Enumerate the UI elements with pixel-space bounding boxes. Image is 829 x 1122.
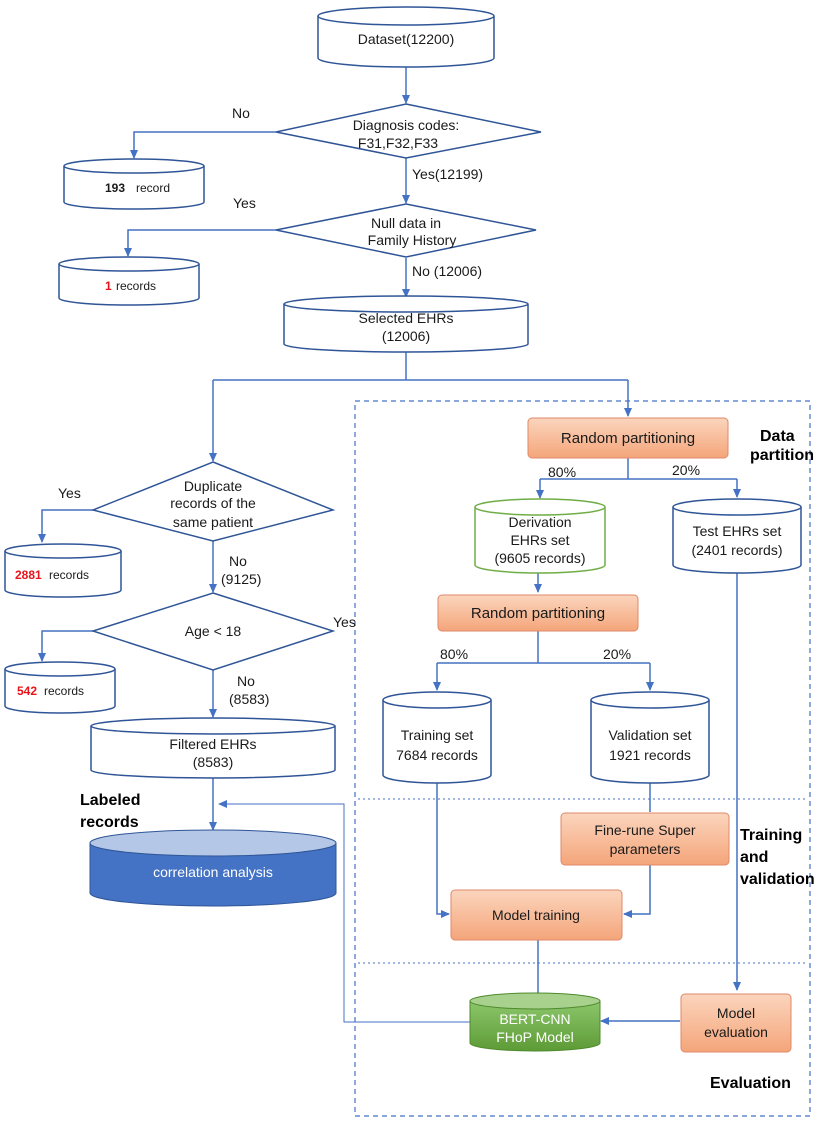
fine-tune-label-1: Fine-rune Super	[594, 822, 696, 838]
training-validation-label-2: and	[740, 849, 768, 866]
split-80-label-1: 80%	[548, 464, 576, 480]
records-2881-value: 2881	[15, 568, 42, 582]
split-20-label-2: 20%	[603, 646, 631, 662]
training-validation-label-1: Training	[740, 827, 802, 844]
records-2881-unit: records	[49, 568, 89, 582]
edge-label-yes-12199: Yes(12199)	[412, 166, 483, 182]
evaluation-section-label: Evaluation	[710, 1075, 791, 1092]
correlation-analysis-node: correlation analysis	[89, 829, 337, 907]
edge-label-yes-3: Yes	[333, 614, 356, 630]
duplicate-label-1: Duplicate	[184, 478, 243, 494]
edge-label-no-9125-1: No	[229, 553, 247, 569]
diagnosis-label-1: Diagnosis codes:	[353, 117, 460, 133]
bert-cnn-label-1: BERT-CNN	[499, 1011, 570, 1027]
diagnosis-node: Diagnosis codes: F31,F32,F33	[275, 103, 542, 159]
data-partition-label-2: partition	[750, 447, 814, 464]
filtered-label-2: (8583)	[193, 754, 233, 770]
selected-ehrs-node: Selected EHRs (12006)	[283, 295, 529, 353]
null-label-2: Family History	[368, 232, 457, 248]
labeled-records-label-2: records	[80, 814, 139, 831]
validation-label-2: 1921 records	[609, 747, 691, 763]
data-partition-label-1: Data	[760, 428, 795, 445]
random-partitioning-1-node: Random partitioning	[527, 417, 729, 459]
training-label-2: 7684 records	[396, 747, 478, 763]
edge-label-no-9125-2: (9125)	[221, 571, 261, 587]
records-542-value: 542	[17, 684, 37, 698]
validation-set-node: Validation set 1921 records	[590, 691, 710, 784]
test-ehrs-node: Test EHRs set (2401 records)	[672, 498, 802, 574]
random-partitioning-2-node: Random partitioning	[437, 594, 639, 632]
records-2881-node: 2881 records	[4, 543, 122, 598]
bert-cnn-node: BERT-CNN FHoP Model	[469, 992, 601, 1052]
duplicate-label-2: records of the	[170, 495, 256, 511]
duplicate-label-3: same patient	[173, 514, 253, 530]
dataset-node: Dataset(12200)	[317, 6, 495, 68]
split-20-label-1: 20%	[672, 462, 700, 478]
records-1-node: 1 records	[58, 256, 200, 306]
edge-label-no-8583-1: No	[237, 673, 255, 689]
derivation-label-1: Derivation	[508, 514, 571, 530]
records-193-value: 193	[105, 181, 125, 195]
selected-label-1: Selected EHRs	[359, 310, 454, 326]
records-193-node: 193 record	[63, 158, 205, 210]
split-80-label-2: 80%	[440, 646, 468, 662]
model-evaluation-node: Model evaluation	[680, 993, 792, 1053]
edge-label-yes-2: Yes	[58, 485, 81, 501]
test-label-1: Test EHRs set	[693, 523, 782, 539]
training-label-1: Training set	[401, 727, 474, 743]
random-partitioning-2-label: Random partitioning	[471, 605, 605, 622]
derivation-label-3: (9605 records)	[494, 550, 585, 566]
filtered-ehrs-node: Filtered EHRs (8583)	[90, 717, 336, 779]
right-dashed-region	[354, 400, 811, 1117]
model-evaluation-label-2: evaluation	[704, 1024, 768, 1040]
edge-label-yes-1: Yes	[233, 195, 256, 211]
test-label-2: (2401 records)	[691, 542, 782, 558]
fine-tune-node: Fine-rune Super parameters	[560, 812, 730, 866]
records-1-value: 1	[105, 279, 112, 293]
edge-label-no-12006: No (12006)	[412, 263, 482, 279]
training-set-node: Training set 7684 records	[382, 691, 492, 784]
age-label: Age < 18	[185, 623, 242, 639]
fine-tune-label-2: parameters	[610, 841, 681, 857]
diagnosis-label-2: F31,F32,F33	[358, 135, 438, 151]
selected-label-2: (12006)	[382, 328, 430, 344]
edges	[38, 65, 741, 1025]
bert-cnn-label-2: FHoP Model	[496, 1029, 574, 1045]
duplicate-node: Duplicate records of the same patient	[90, 461, 336, 542]
correlation-analysis-label: correlation analysis	[153, 864, 273, 880]
dataset-label: Dataset(12200)	[358, 31, 455, 47]
edge-label-no-1: No	[232, 105, 250, 121]
age-node: Age < 18	[90, 592, 336, 671]
records-542-node: 542 records	[4, 661, 116, 714]
records-193-unit: record	[136, 181, 170, 195]
derivation-ehrs-node: Derivation EHRs set (9605 records)	[474, 498, 606, 574]
edge-label-no-8583-2: (8583)	[229, 691, 269, 707]
filtered-label-1: Filtered EHRs	[169, 736, 256, 752]
records-1-unit: records	[116, 279, 156, 293]
records-542-unit: records	[44, 684, 84, 698]
training-validation-label-3: validation	[740, 871, 815, 888]
derivation-label-2: EHRs set	[510, 532, 569, 548]
validation-label-1: Validation set	[608, 727, 691, 743]
model-training-label: Model training	[492, 907, 580, 923]
labeled-records-label-1: Labeled	[80, 792, 140, 809]
null-label-1: Null data in	[371, 215, 441, 231]
model-evaluation-label-1: Model	[717, 1005, 755, 1021]
model-training-node: Model training	[450, 889, 623, 941]
random-partitioning-1-label: Random partitioning	[561, 430, 695, 447]
null-data-node: Null data in Family History	[275, 203, 537, 258]
